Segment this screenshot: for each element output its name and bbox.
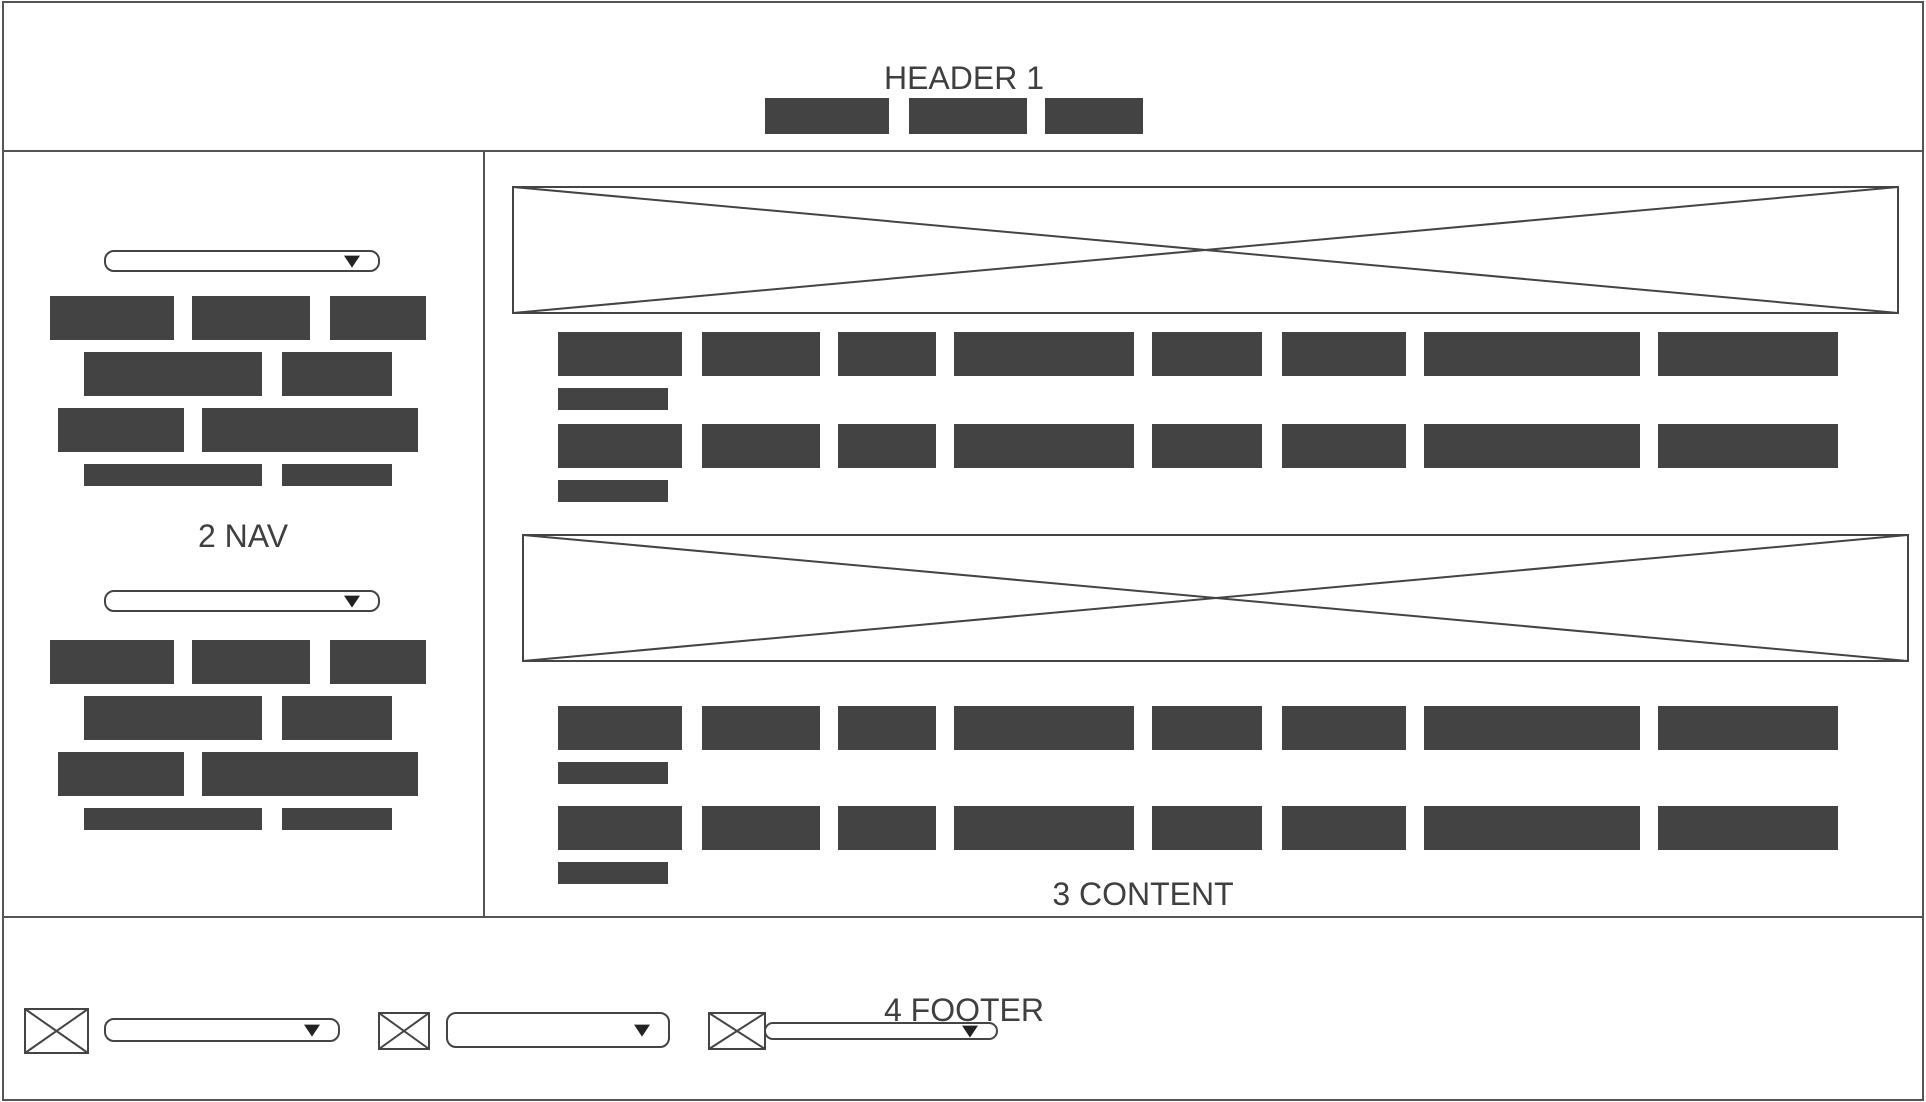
content-label: 3 CONTENT — [1052, 876, 1234, 912]
content-button[interactable] — [1658, 706, 1838, 750]
nav-button[interactable] — [202, 408, 418, 452]
header-button[interactable] — [765, 98, 889, 134]
header-button[interactable] — [909, 98, 1027, 134]
chevron-down-icon — [304, 1024, 320, 1037]
nav-button[interactable] — [50, 296, 174, 340]
content-button[interactable] — [838, 806, 936, 850]
content-button[interactable] — [1152, 424, 1262, 468]
content-button[interactable] — [1658, 806, 1838, 850]
footer-label: 4 FOOTER — [883, 992, 1045, 1028]
content-button[interactable] — [954, 424, 1134, 468]
content-button[interactable] — [1282, 706, 1406, 750]
content-button[interactable] — [702, 424, 820, 468]
content-button[interactable] — [558, 706, 682, 750]
content-button[interactable] — [1424, 424, 1640, 468]
nav-label: 2 NAV — [197, 518, 289, 554]
nav-link[interactable] — [84, 808, 262, 830]
content-button[interactable] — [1658, 332, 1838, 376]
header-label: HEADER 1 — [883, 60, 1045, 96]
content-button[interactable] — [1282, 332, 1406, 376]
content-button[interactable] — [702, 706, 820, 750]
nav-link[interactable] — [84, 464, 262, 486]
content-button[interactable] — [1424, 806, 1640, 850]
content-button[interactable] — [1152, 806, 1262, 850]
nav-button[interactable] — [192, 640, 310, 684]
footer-dropdown[interactable] — [764, 1022, 998, 1040]
nav-dropdown[interactable] — [104, 590, 380, 612]
image-placeholder-icon — [522, 534, 1909, 662]
chevron-down-icon — [344, 255, 360, 268]
header-button[interactable] — [1045, 98, 1143, 134]
content-button[interactable] — [838, 706, 936, 750]
content-button[interactable] — [838, 424, 936, 468]
content-button[interactable] — [954, 332, 1134, 376]
content-link[interactable] — [558, 862, 668, 884]
content-button[interactable] — [954, 806, 1134, 850]
image-placeholder-icon — [378, 1012, 430, 1050]
nav-button[interactable] — [282, 696, 392, 740]
content-button[interactable] — [954, 706, 1134, 750]
content-button[interactable] — [702, 806, 820, 850]
content-button[interactable] — [1282, 806, 1406, 850]
content-button[interactable] — [1424, 332, 1640, 376]
content-link[interactable] — [558, 762, 668, 784]
nav-button[interactable] — [282, 352, 392, 396]
content-link[interactable] — [558, 388, 668, 410]
content-button[interactable] — [1152, 332, 1262, 376]
content-link[interactable] — [558, 480, 668, 502]
chevron-down-icon — [962, 1025, 978, 1038]
content-button[interactable] — [558, 806, 682, 850]
footer-dropdown[interactable] — [104, 1018, 340, 1042]
nav-link[interactable] — [282, 464, 392, 486]
nav-button[interactable] — [84, 696, 262, 740]
content-button[interactable] — [558, 424, 682, 468]
nav-button[interactable] — [58, 752, 184, 796]
nav-button[interactable] — [58, 408, 184, 452]
nav-button[interactable] — [84, 352, 262, 396]
nav-link[interactable] — [282, 808, 392, 830]
footer-region — [2, 916, 1924, 1101]
nav-button[interactable] — [50, 640, 174, 684]
footer-dropdown[interactable] — [446, 1012, 670, 1048]
nav-dropdown[interactable] — [104, 250, 380, 272]
content-button[interactable] — [1658, 424, 1838, 468]
nav-button[interactable] — [330, 640, 426, 684]
content-button[interactable] — [558, 332, 682, 376]
content-button[interactable] — [1152, 706, 1262, 750]
image-placeholder-icon — [512, 186, 1899, 314]
content-button[interactable] — [838, 332, 936, 376]
chevron-down-icon — [634, 1024, 650, 1037]
nav-button[interactable] — [330, 296, 426, 340]
content-button[interactable] — [1282, 424, 1406, 468]
content-button[interactable] — [1424, 706, 1640, 750]
chevron-down-icon — [344, 595, 360, 608]
image-placeholder-icon — [708, 1012, 766, 1050]
nav-button[interactable] — [192, 296, 310, 340]
content-button[interactable] — [702, 332, 820, 376]
image-placeholder-icon — [24, 1008, 89, 1054]
nav-button[interactable] — [202, 752, 418, 796]
